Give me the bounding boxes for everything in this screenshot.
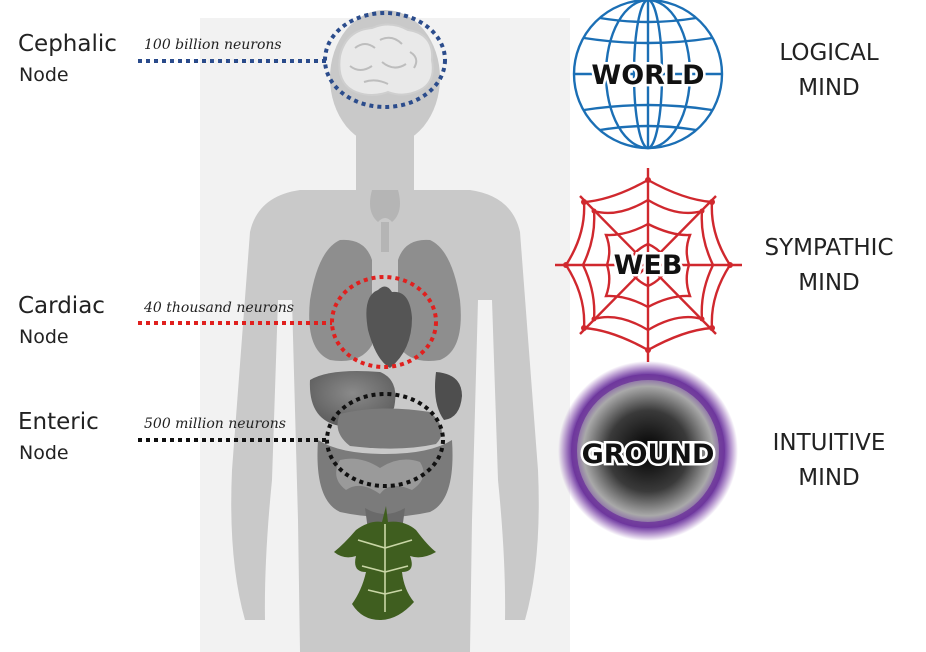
ground-symbol-label: GROUND xyxy=(582,439,715,470)
sympathic-mind-label: SYMPATHIC MIND xyxy=(744,231,914,300)
web-symbol-label: WEB xyxy=(614,250,683,281)
logical-mind-label: LOGICAL MIND xyxy=(744,36,914,105)
cardiac-node-title: Cardiac xyxy=(18,293,105,319)
intuitive-mind-line2: MIND xyxy=(798,464,860,491)
globe-icon xyxy=(572,0,724,150)
intuitive-mind-line1: INTUITIVE xyxy=(772,430,886,456)
cardiac-neuron-count: 40 thousand neurons xyxy=(144,300,294,316)
dark-orb-icon xyxy=(558,361,738,541)
cephalic-node-title: Cephalic xyxy=(18,31,117,57)
heart-icon xyxy=(366,286,412,368)
fig-leaf-icon xyxy=(334,506,436,620)
intuitive-mind-label: INTUITIVE MIND xyxy=(744,426,914,495)
enteric-neuron-count: 500 million neurons xyxy=(144,416,286,432)
cephalic-node-subtitle: Node xyxy=(19,64,69,86)
brain-icon xyxy=(338,23,434,96)
enteric-node-subtitle: Node xyxy=(19,442,69,464)
logical-mind-line1: LOGICAL xyxy=(779,40,879,66)
cephalic-neuron-count: 100 billion neurons xyxy=(144,37,282,53)
enteric-ring xyxy=(325,392,445,488)
dark-orb-ring xyxy=(571,374,725,528)
spiderweb-nodes xyxy=(563,177,733,353)
sympathic-mind-line1: SYMPATHIC xyxy=(764,235,894,261)
digestive-organs-icon xyxy=(309,371,462,449)
world-symbol-label: WORLD xyxy=(591,60,704,91)
cardiac-node-subtitle: Node xyxy=(19,326,69,348)
sympathic-mind-line2: MIND xyxy=(798,269,860,296)
enteric-node-title: Enteric xyxy=(18,409,99,435)
thyroid-icon xyxy=(370,190,400,252)
logical-mind-line2: MIND xyxy=(798,74,860,101)
